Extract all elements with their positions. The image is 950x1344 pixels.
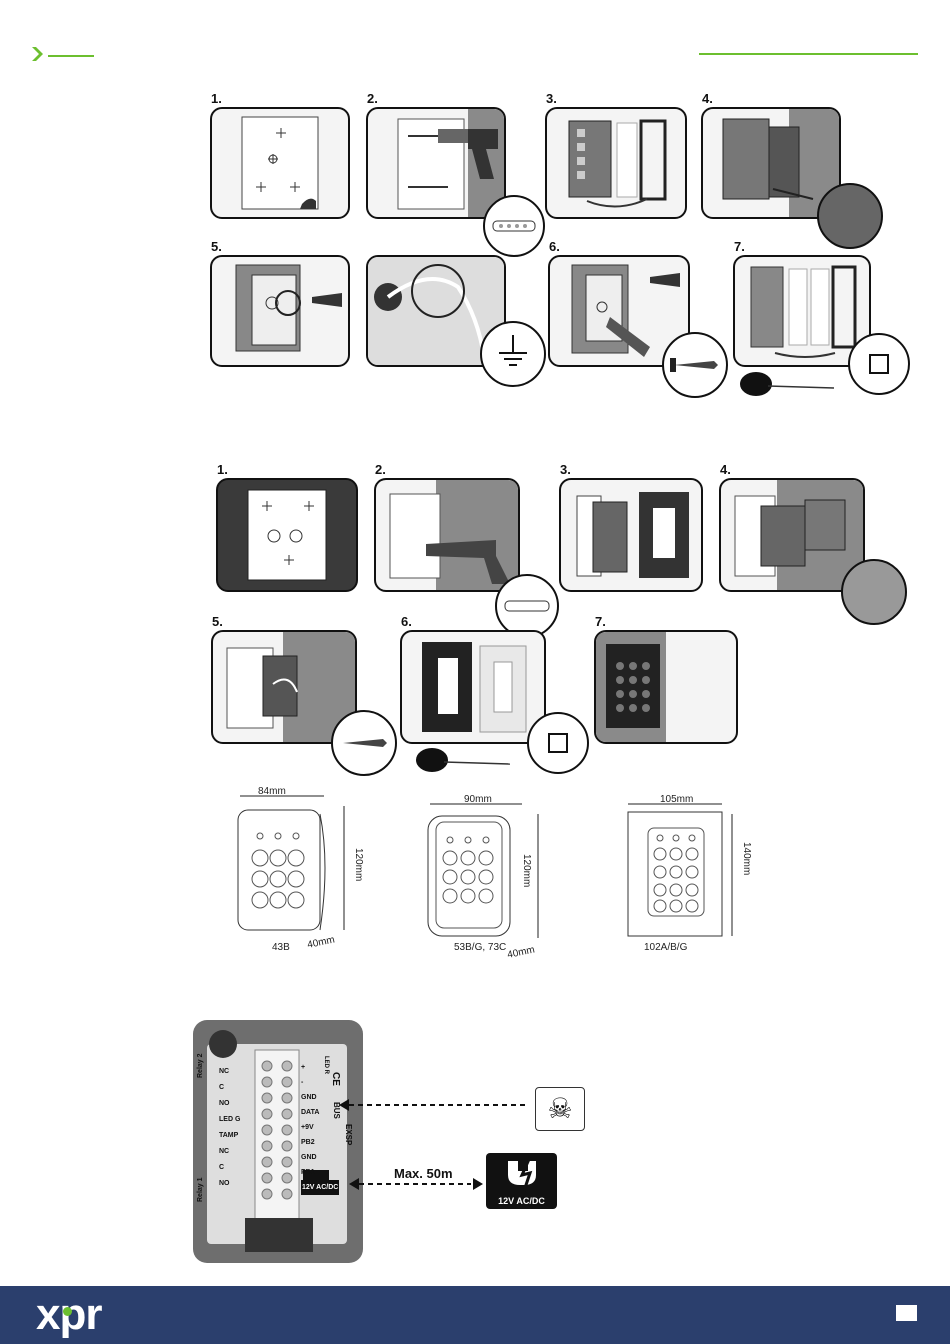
- flush-finished-illustration: [596, 632, 736, 742]
- logo-accent-dot: [63, 1307, 72, 1316]
- step-illustration-drilling: [366, 107, 506, 219]
- chevron-right-icon: [30, 46, 46, 62]
- power-connection-arrow: [347, 1177, 485, 1191]
- step-number: 4.: [720, 462, 731, 477]
- dimension-drawing-53b: 90mm 120mm 53B/G, 73C 40mm: [420, 792, 570, 962]
- flush-template-illustration: [218, 480, 356, 590]
- footer-bar: [0, 1286, 950, 1344]
- close-cover-illustration: [735, 257, 869, 365]
- step-number: 5.: [212, 614, 223, 629]
- step-number: 1.: [211, 91, 222, 106]
- page-number-box: [896, 1305, 917, 1321]
- step-illustration-flush-done: [594, 630, 738, 744]
- step-illustration-flush-cover: [400, 630, 546, 744]
- step-illustration-flush-frame: [559, 478, 703, 592]
- power-plug-icon: [486, 1153, 557, 1193]
- step-number: 7.: [595, 614, 606, 629]
- board-label-relay1: Relay 1: [197, 1177, 204, 1202]
- ground-symbol-icon: [480, 321, 546, 387]
- step-illustration-mount-base: [210, 255, 350, 367]
- bus-connection-arrow: [337, 1098, 532, 1112]
- ce-mark: CE: [330, 1072, 341, 1086]
- header-rule-left: [48, 55, 94, 57]
- wall-plug-detail: [483, 195, 545, 257]
- flush-cover-screw-detail: [527, 712, 589, 774]
- drill-illustration: [368, 109, 504, 217]
- step-number: 4.: [702, 91, 713, 106]
- flush-cover-illustration: [402, 632, 544, 742]
- step-illustration-template: [210, 107, 350, 219]
- flush-open-illustration: [721, 480, 863, 590]
- terminal-label: PB1: [301, 1165, 339, 1180]
- step-number: 3.: [546, 91, 557, 106]
- terminal-label: TAMP: [219, 1128, 240, 1144]
- step-illustration-flush-template: [216, 478, 358, 592]
- dimension-width: 90mm: [464, 794, 492, 805]
- step-number: 1.: [217, 462, 228, 477]
- mount-base-illustration: [212, 257, 348, 365]
- step-number: 6.: [401, 614, 412, 629]
- terminal-label: NO: [219, 1096, 240, 1112]
- flush-screwdriver-detail: [841, 559, 907, 625]
- screw-detail: [662, 332, 728, 398]
- dimension-width: 105mm: [660, 794, 693, 805]
- model-label: 43B: [272, 942, 290, 953]
- dimension-height: 120mm: [353, 848, 364, 881]
- skull-crossbones-icon: ☠: [535, 1087, 585, 1131]
- dimension-depth: 40mm: [306, 934, 335, 951]
- flush-screw-detail: [331, 710, 397, 776]
- flush-wall-plug-detail: [495, 574, 559, 638]
- terminal-labels-left: NC C NO LED G TAMP NC C NO: [219, 1064, 240, 1192]
- flush-drill-illustration: [376, 480, 518, 590]
- dimension-drawing-102a: 105mm 140mm 102A/B/G: [620, 792, 760, 962]
- dimension-width: 84mm: [258, 786, 286, 797]
- terminal-label: PB2: [301, 1135, 339, 1150]
- security-key-icon: [738, 368, 838, 402]
- terminal-label: NC: [219, 1064, 240, 1080]
- flush-frame-illustration: [561, 480, 701, 590]
- keypad-exploded-illustration: [547, 109, 685, 217]
- drill-template-illustration: [212, 109, 348, 217]
- terminal-label: +9V: [301, 1120, 339, 1135]
- step-illustration-flush-drill: [374, 478, 520, 592]
- dimension-height: 120mm: [521, 854, 532, 887]
- terminal-label: LED G: [219, 1112, 240, 1128]
- flush-security-key-icon: [414, 744, 514, 778]
- model-label: 102A/B/G: [644, 942, 688, 953]
- board-label-relay2: Relay 2: [197, 1053, 204, 1078]
- dimension-depth: 40mm: [506, 944, 535, 961]
- dimension-height: 140mm: [741, 842, 752, 875]
- cover-screw-detail: [848, 333, 910, 395]
- step-illustration-flush-open: [719, 478, 865, 592]
- terminal-label: 12V AC/DC: [301, 1180, 339, 1195]
- terminal-label: NO: [219, 1176, 240, 1192]
- step-number: 5.: [211, 239, 222, 254]
- terminal-label: C: [219, 1080, 240, 1096]
- step-number: 7.: [734, 239, 745, 254]
- board-label-exsp: EXSP: [344, 1124, 353, 1145]
- model-label: 53B/G, 73C: [454, 942, 506, 953]
- screwdriver-detail: [817, 183, 883, 249]
- terminal-label: NC: [219, 1144, 240, 1160]
- terminal-label: GND: [301, 1150, 339, 1165]
- step-number: 2.: [375, 462, 386, 477]
- step-illustration-disassembly: [545, 107, 687, 219]
- step-number: 6.: [549, 239, 560, 254]
- header-rule-right: [699, 53, 918, 55]
- dimension-drawing-43b: 84mm 120mm 43B 40mm: [220, 784, 370, 954]
- wiring-board-photo: NC C NO LED G TAMP NC C NO + - GND DATA …: [193, 1020, 363, 1263]
- case-opening-illustration: [703, 109, 839, 217]
- board-label-led-r: LED R: [323, 1056, 329, 1074]
- flush-wiring-illustration: [213, 632, 355, 742]
- step-number: 2.: [367, 91, 378, 106]
- terminal-label: C: [219, 1160, 240, 1176]
- power-label: 12V AC/DC: [486, 1196, 557, 1206]
- step-number: 3.: [560, 462, 571, 477]
